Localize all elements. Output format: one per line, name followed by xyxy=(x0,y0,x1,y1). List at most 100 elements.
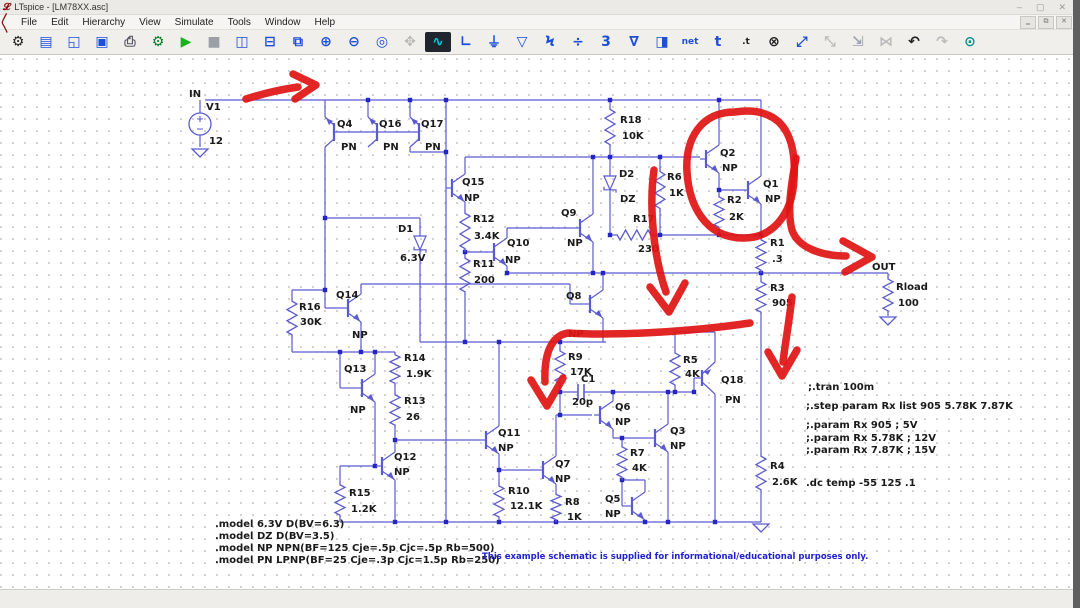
component-label: NP xyxy=(498,443,514,454)
npn-transistor xyxy=(705,144,720,155)
wire-icon[interactable]: ∟ xyxy=(460,34,472,50)
ground-symbol xyxy=(751,523,771,533)
npn-transistor xyxy=(579,213,594,224)
junction-dot xyxy=(443,149,449,155)
component-label: 200 xyxy=(474,275,495,286)
component-label: R15 xyxy=(349,488,371,499)
component-label: R8 xyxy=(565,497,580,508)
component-label: Q1 xyxy=(763,179,779,190)
component-label: R4 xyxy=(770,461,785,472)
mdi-window-controls: ‗⧉✕ xyxy=(1020,15,1080,29)
component-label: R10 xyxy=(508,486,530,497)
spice-directive-text: ;.tran 100m xyxy=(808,382,874,393)
mdi-minimize-button[interactable]: ‗ xyxy=(1020,15,1036,29)
menu-hierarchy[interactable]: Hierarchy xyxy=(82,16,126,28)
menu-tools[interactable]: Tools xyxy=(227,16,251,28)
tile-horizontal-icon[interactable]: ⊟ xyxy=(264,34,276,50)
run-icon[interactable]: ▶ xyxy=(180,34,192,50)
junction-dot xyxy=(462,339,468,345)
zoom-in-icon[interactable]: ⊕ xyxy=(320,34,332,50)
npn-emitter-arrow xyxy=(636,511,644,519)
spice-directive-icon[interactable]: .t xyxy=(742,37,750,47)
pnp-transistor xyxy=(324,138,335,148)
npn-emitter-arrow xyxy=(710,164,718,172)
menu-file[interactable]: File xyxy=(21,16,38,28)
junction-dot xyxy=(607,232,613,238)
zoom-full-extents-icon[interactable]: ◎ xyxy=(375,34,389,50)
tile-vertical-icon[interactable]: ◫ xyxy=(235,34,249,50)
resistor-icon[interactable]: Ϟ xyxy=(545,34,555,50)
resistor xyxy=(333,482,347,518)
component-label: 30K xyxy=(300,317,323,328)
pan-icon[interactable]: ✥ xyxy=(404,34,416,50)
junction-dot xyxy=(496,339,502,345)
mdi-restore-button[interactable]: ⧉ xyxy=(1038,15,1054,29)
junction-dot xyxy=(716,187,722,193)
component-label: R11 xyxy=(473,259,495,270)
netlist-gear-icon[interactable]: ⚙ xyxy=(151,34,165,50)
waveform-icon[interactable]: ∿ xyxy=(425,32,451,52)
menu-edit[interactable]: Edit xyxy=(51,16,69,28)
component-label: 230 xyxy=(638,244,659,255)
npn-emitter-arrow xyxy=(594,309,602,317)
text-icon[interactable]: t xyxy=(714,34,722,50)
spice-directive-text: ;.param Rx 7.87K ; 15V xyxy=(806,445,936,456)
component-icon[interactable]: ◨ xyxy=(655,34,669,50)
red-annotation-stroke xyxy=(683,107,799,242)
red-annotation-stroke xyxy=(242,83,302,103)
component-label: 4K xyxy=(685,369,701,380)
menu-window[interactable]: Window xyxy=(264,16,301,28)
component-label: C1 xyxy=(581,374,595,385)
voltage-source xyxy=(188,112,212,136)
component-label: R18 xyxy=(620,115,642,126)
component-label: R17 xyxy=(633,214,655,225)
red-annotation-stroke xyxy=(646,279,689,316)
net-name-icon[interactable]: net xyxy=(681,37,699,47)
copy-icon[interactable]: ⤢ xyxy=(796,34,808,50)
ground-symbol xyxy=(878,316,898,326)
capacitor-icon[interactable]: ÷ xyxy=(572,34,584,50)
mirror-icon[interactable]: ⋈ xyxy=(879,34,893,50)
zoom-out-icon[interactable]: ⊖ xyxy=(348,34,360,50)
close-button[interactable]: ✕ xyxy=(1058,1,1066,12)
diode-icon[interactable]: ∇ xyxy=(629,34,639,50)
npn-transistor xyxy=(451,173,466,184)
pnp-emitter-arrow xyxy=(704,369,711,375)
cut-icon[interactable]: ⊗ xyxy=(768,34,780,50)
npn-transistor xyxy=(747,175,762,186)
save-icon[interactable]: ▣ xyxy=(95,34,109,50)
component-label: NP xyxy=(615,417,631,428)
halt-icon[interactable]: ■ xyxy=(207,34,221,50)
print-icon[interactable]: ⎙ xyxy=(124,34,136,50)
menu-help[interactable]: Help xyxy=(314,16,336,28)
mdi-close-button[interactable]: ✕ xyxy=(1056,15,1072,29)
net-label-icon[interactable]: ▽ xyxy=(516,34,528,50)
component-label: Q7 xyxy=(555,459,571,470)
minimize-button[interactable]: – xyxy=(1016,1,1022,12)
menu-simulate[interactable]: Simulate xyxy=(174,16,214,28)
component-label: DZ xyxy=(620,194,636,205)
ltspice-mdi-icon: 〱 xyxy=(0,18,10,30)
junction-dot xyxy=(607,97,613,103)
component-label: R14 xyxy=(404,353,426,364)
control-panel-icon[interactable]: ⚙ xyxy=(11,34,25,50)
undo-icon[interactable]: ↶ xyxy=(908,34,920,50)
window-controls: – ▢ ✕ xyxy=(1017,2,1080,13)
ground-icon[interactable]: ⏚ xyxy=(487,35,501,51)
drag-icon[interactable]: ⤡ xyxy=(824,34,836,50)
menu-view[interactable]: View xyxy=(139,16,161,28)
redo-icon[interactable]: ↷ xyxy=(936,34,948,50)
component-label: 20p xyxy=(572,397,593,408)
component-label: NP xyxy=(670,441,686,452)
inductor-icon[interactable]: 3 xyxy=(601,34,611,50)
new-schematic-icon[interactable]: ▤ xyxy=(39,34,53,50)
find-icon[interactable]: ⊙ xyxy=(964,34,976,50)
component-label: Q13 xyxy=(344,364,366,375)
paste-icon[interactable]: ⇲ xyxy=(852,34,864,50)
open-file-icon[interactable]: ◱ xyxy=(67,34,81,50)
maximize-button[interactable]: ▢ xyxy=(1035,1,1045,12)
component-label: NP xyxy=(352,330,368,341)
cascade-windows-icon[interactable]: ⧉ xyxy=(293,34,303,50)
junction-dot xyxy=(665,389,671,395)
